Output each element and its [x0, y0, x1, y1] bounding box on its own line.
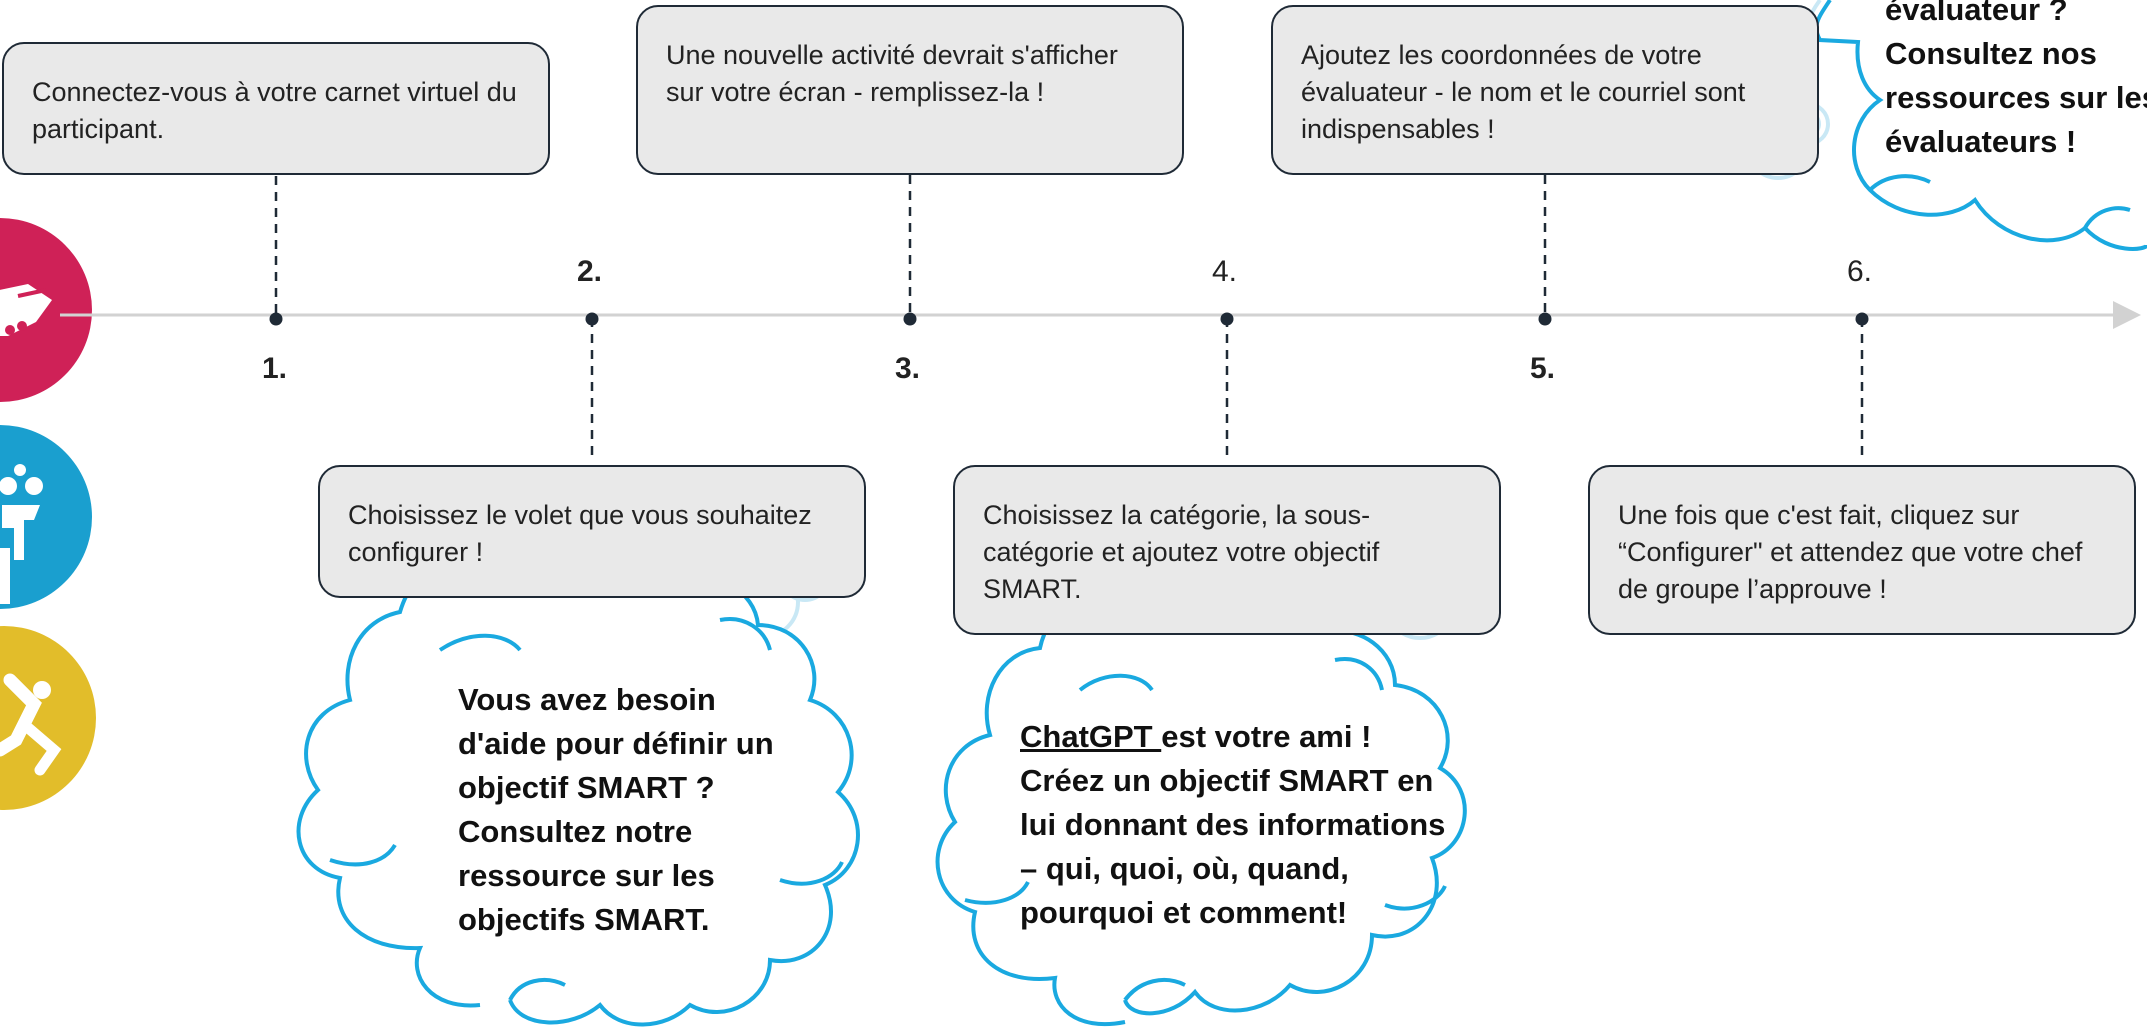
- cloud-smart-line: objectifs SMART.: [458, 902, 710, 937]
- cloud-smart-line: Consultez notre: [458, 814, 693, 849]
- cloud-smart-line: ressource sur les: [458, 858, 715, 893]
- step-box-1: Connectez-vous à votre carnet virtuel du…: [2, 42, 550, 175]
- timeline-arrowhead: [2113, 301, 2141, 329]
- step-number-1: 1.: [262, 352, 288, 385]
- chatgpt-link[interactable]: ChatGPT: [1020, 719, 1162, 754]
- handshake-icon: [0, 218, 92, 402]
- step-box-6: Une fois que c'est fait, cliquez sur “Co…: [1588, 465, 2136, 635]
- step-4-text: Choisissez la catégorie, la sous-catégor…: [983, 500, 1380, 604]
- step-box-4: Choisissez la catégorie, la sous-catégor…: [953, 465, 1501, 635]
- cloud-chatgpt-line: – qui, quoi, où, quand,: [1020, 851, 1349, 886]
- cloud-smart-line: Vous avez besoin: [458, 682, 716, 717]
- step-5-text: Ajoutez les coordonnées de votre évaluat…: [1301, 40, 1746, 144]
- cloud-evaluator-line: Consultez nos: [1885, 36, 2097, 71]
- step-1-text: Connectez-vous à votre carnet virtuel du…: [32, 77, 517, 144]
- cloud-evaluator-text: évaluateur ? Consultez nos ressources su…: [1885, 0, 2147, 164]
- person-juggling-icon: [0, 425, 92, 609]
- step-6-text: Une fois que c'est fait, cliquez sur “Co…: [1618, 500, 2083, 604]
- cloud-chatgpt-line: est votre ami !: [1161, 719, 1372, 754]
- cloud-smart-line: d'aide pour définir un: [458, 726, 774, 761]
- step-number-2: 2.: [577, 255, 603, 288]
- step-box-5: Ajoutez les coordonnées de votre évaluat…: [1271, 5, 1819, 175]
- person-running-icon: [0, 626, 96, 810]
- step-3-text: Une nouvelle activité devrait s'afficher…: [666, 40, 1118, 107]
- step-number-5: 5.: [1530, 352, 1556, 385]
- cloud-evaluator-line: évaluateur ?: [1885, 0, 2068, 27]
- cloud-chatgpt-text: ChatGPT est votre ami ! Créez un objecti…: [1020, 715, 1445, 935]
- cloud-evaluator-line: ressources sur les: [1885, 80, 2147, 115]
- cloud-chatgpt-line: Créez un objectif SMART en: [1020, 763, 1434, 798]
- cloud-evaluator-line: évaluateurs !: [1885, 124, 2077, 159]
- step-number-4: 4.: [1212, 255, 1238, 288]
- cloud-chatgpt-line: lui donnant des informations: [1020, 807, 1446, 842]
- step-number-6: 6.: [1847, 255, 1873, 288]
- cloud-smart-help-text: Vous avez besoin d'aide pour définir un …: [458, 678, 774, 942]
- step-connectors: [274, 175, 1864, 462]
- step-number-3: 3.: [895, 352, 921, 385]
- step-box-2: Choisissez le volet que vous souhaitez c…: [318, 465, 866, 598]
- step-box-3: Une nouvelle activité devrait s'afficher…: [636, 5, 1184, 175]
- cloud-smart-line: objectif SMART ?: [458, 770, 715, 805]
- timeline-markers: [269, 312, 1869, 326]
- cloud-evaluator: [1814, 0, 2147, 251]
- step-2-text: Choisissez le volet que vous souhaitez c…: [348, 500, 812, 567]
- cloud-chatgpt-line: pourquoi et comment!: [1020, 895, 1348, 930]
